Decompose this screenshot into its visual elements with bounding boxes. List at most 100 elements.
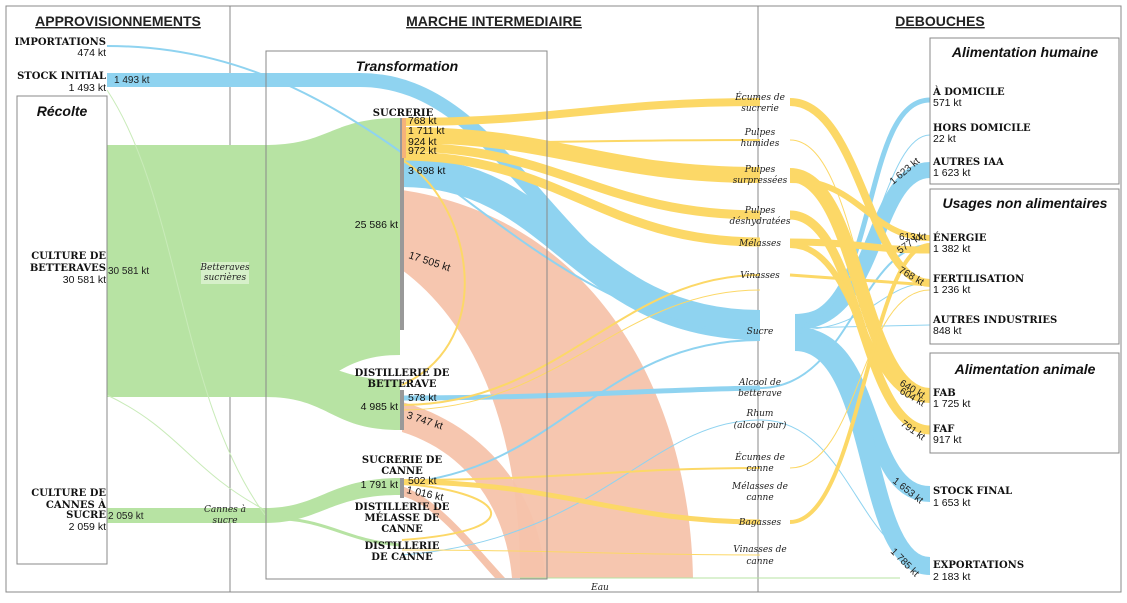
flow-vinasses <box>401 274 761 406</box>
plant-distillerie-melasse-2: MÉLASSE DE <box>364 512 439 524</box>
source-importations: IMPORTATIONS <box>15 37 106 48</box>
product-vinasses: Vinasses <box>740 271 780 281</box>
title-alim-animale: Alimentation animale <box>954 361 1096 377</box>
flow-sucrerie-sucre <box>401 157 761 340</box>
outlet-autres-industries-value: 848 kt <box>933 325 962 337</box>
outlet-hors-domicile-value: 22 kt <box>933 133 956 145</box>
plant-sucrerie: SUCRERIE <box>373 108 434 119</box>
plant-distillerie-betterave-2: BETTERAVE <box>368 379 437 390</box>
product-ecumes-canne-2: canne <box>746 464 773 474</box>
product-vinasses-canne-2: canne <box>746 557 773 567</box>
sucrerie-node-bar <box>400 118 404 330</box>
product-eau: Eau <box>590 583 609 593</box>
plant-sucrerie-canne-1: SUCRERIE DE <box>362 455 443 466</box>
outlet-stock-final-value: 1 653 kt <box>933 497 970 509</box>
header-debouches: DEBOUCHES <box>895 13 984 29</box>
flow-betteraves-raw <box>107 118 400 397</box>
alim-humaine-box <box>929 37 1120 185</box>
flow-pulpes-deshy <box>401 142 761 220</box>
product-melasses-canne-2: canne <box>746 493 773 503</box>
raw-betteraves-2: sucrières <box>204 272 247 283</box>
outlet-exportations: EXPORTATIONS <box>933 560 1024 571</box>
source-importations-value: 474 kt <box>77 47 106 59</box>
sucrerie-out-3: 972 kt <box>408 145 437 157</box>
flow-melasses-canne <box>401 483 493 541</box>
sucrerie-canne-out-0: 502 kt <box>408 475 437 487</box>
distillerie-betterave-out-0: 578 kt <box>408 392 437 404</box>
product-rhum-2: (alcool pur) <box>734 420 787 431</box>
source-culture-betteraves-2: BETTERAVES <box>30 263 106 274</box>
flow-sucre-thin-1 <box>794 134 931 326</box>
outlet-fab: FAB <box>933 388 956 399</box>
sucrerie-yellow-bar <box>402 118 406 158</box>
outlet-hors-domicile: HORS DOMICILE <box>933 123 1031 134</box>
transformation-box <box>265 50 548 580</box>
product-pulpes-surpressees-2: surpressées <box>733 175 788 186</box>
sucrerie-canne-node-bar <box>400 478 404 498</box>
plant-distillerie-betterave-1: DISTILLERIE DE <box>355 368 450 379</box>
recolte-box <box>16 95 108 565</box>
sucrerie-in: 25 586 kt <box>355 219 398 231</box>
flow-ecumes-canne <box>401 467 761 481</box>
raw-cannes-2: sucre <box>212 516 237 526</box>
flow-pulpes-humides <box>401 139 761 144</box>
flow-vinasses-fert <box>789 273 931 287</box>
outlet-autres-iaa-value: 1 623 kt <box>933 167 970 179</box>
betteraves-label-bg <box>201 262 249 284</box>
title-recolte: Récolte <box>37 103 88 119</box>
flow-cannes-raw <box>107 478 400 523</box>
header-approvisionnements: APPROVISIONNEMENTS <box>35 13 201 29</box>
outlet-fab-value: 1 725 kt <box>933 398 970 410</box>
sucrerie-out-1: 1 711 kt <box>408 125 445 137</box>
source-culture-betteraves-value: 30 581 kt <box>63 274 106 286</box>
product-ecumes-sucrerie-2: sucrerie <box>741 104 779 114</box>
outlet-stock-final: STOCK FINAL <box>933 486 1012 497</box>
outlet-energie: ÉNERGIE <box>933 232 987 244</box>
flow-thin-green-1 <box>106 89 266 516</box>
source-stock-initial-value: 1 493 kt <box>69 82 106 94</box>
title-alim-humaine: Alimentation humaine <box>951 44 1098 60</box>
plant-distillerie-melasse-3: CANNE <box>381 524 423 535</box>
sucrerie-out-4: 3 698 kt <box>408 165 445 177</box>
sucrerie-out-2: 924 kt <box>408 136 437 148</box>
outlet-autres-industries: AUTRES INDUSTRIES <box>932 315 1057 326</box>
distillerie-betterave-node-bar <box>400 390 404 430</box>
stock-initial-flow-label: 1 493 kt <box>114 75 150 86</box>
source-culture-betteraves-1: CULTURE DE <box>31 251 106 262</box>
product-sucre: Sucre <box>747 327 774 337</box>
flow-melasses-distillerie <box>401 159 466 386</box>
outlet-autres-iaa: AUTRES IAA <box>932 157 1004 168</box>
product-ecumes-canne-1: Écumes de <box>734 451 785 463</box>
source-culture-cannes-3: SUCRE <box>66 510 106 521</box>
product-ecumes-sucrerie-1: Écumes de <box>734 91 785 103</box>
energie-inflow-a: 613 kt <box>899 232 926 243</box>
product-pulpes-humides-2: humides <box>741 139 780 149</box>
betteraves-flow-label: 30 581 kt <box>108 266 149 277</box>
flow-surpressees-fab <box>789 168 931 402</box>
title-usages-non-alim: Usages non alimentaires <box>943 195 1108 211</box>
raw-cannes-1: Cannes à <box>204 504 246 515</box>
flow-bagasses <box>401 479 761 525</box>
flow-ecumes-sucrerie <box>401 98 761 126</box>
usages-non-alim-box <box>929 188 1120 345</box>
outlet-energie-value: 1 382 kt <box>933 243 970 255</box>
flow-ecumes-energie <box>789 98 931 287</box>
outlet-fertilisation: FERTILISATION <box>933 274 1024 285</box>
flow-vinasses-canne <box>401 549 761 556</box>
product-vinasses-canne-1: Vinasses de <box>733 545 787 555</box>
product-bagasses: Bagasses <box>738 518 782 528</box>
product-pulpes-deshy-2: déshydratées <box>730 216 791 227</box>
title-transformation: Transformation <box>356 58 458 74</box>
flow-melasses-fab <box>789 242 931 403</box>
flow-thin-green-2 <box>106 394 266 511</box>
flow-sucre-canne <box>401 339 761 484</box>
product-melasses: Mélasses <box>738 238 781 249</box>
product-alcool-betterave-2: betterave <box>738 389 782 399</box>
outlet-a-domicile: À DOMICILE <box>932 86 1005 98</box>
source-culture-cannes-1: CULTURE DE <box>31 488 106 499</box>
flow-humides-fab <box>789 139 931 391</box>
flow-vinasses-2 <box>401 289 761 411</box>
product-pulpes-deshy-1: Pulpes <box>744 206 776 216</box>
